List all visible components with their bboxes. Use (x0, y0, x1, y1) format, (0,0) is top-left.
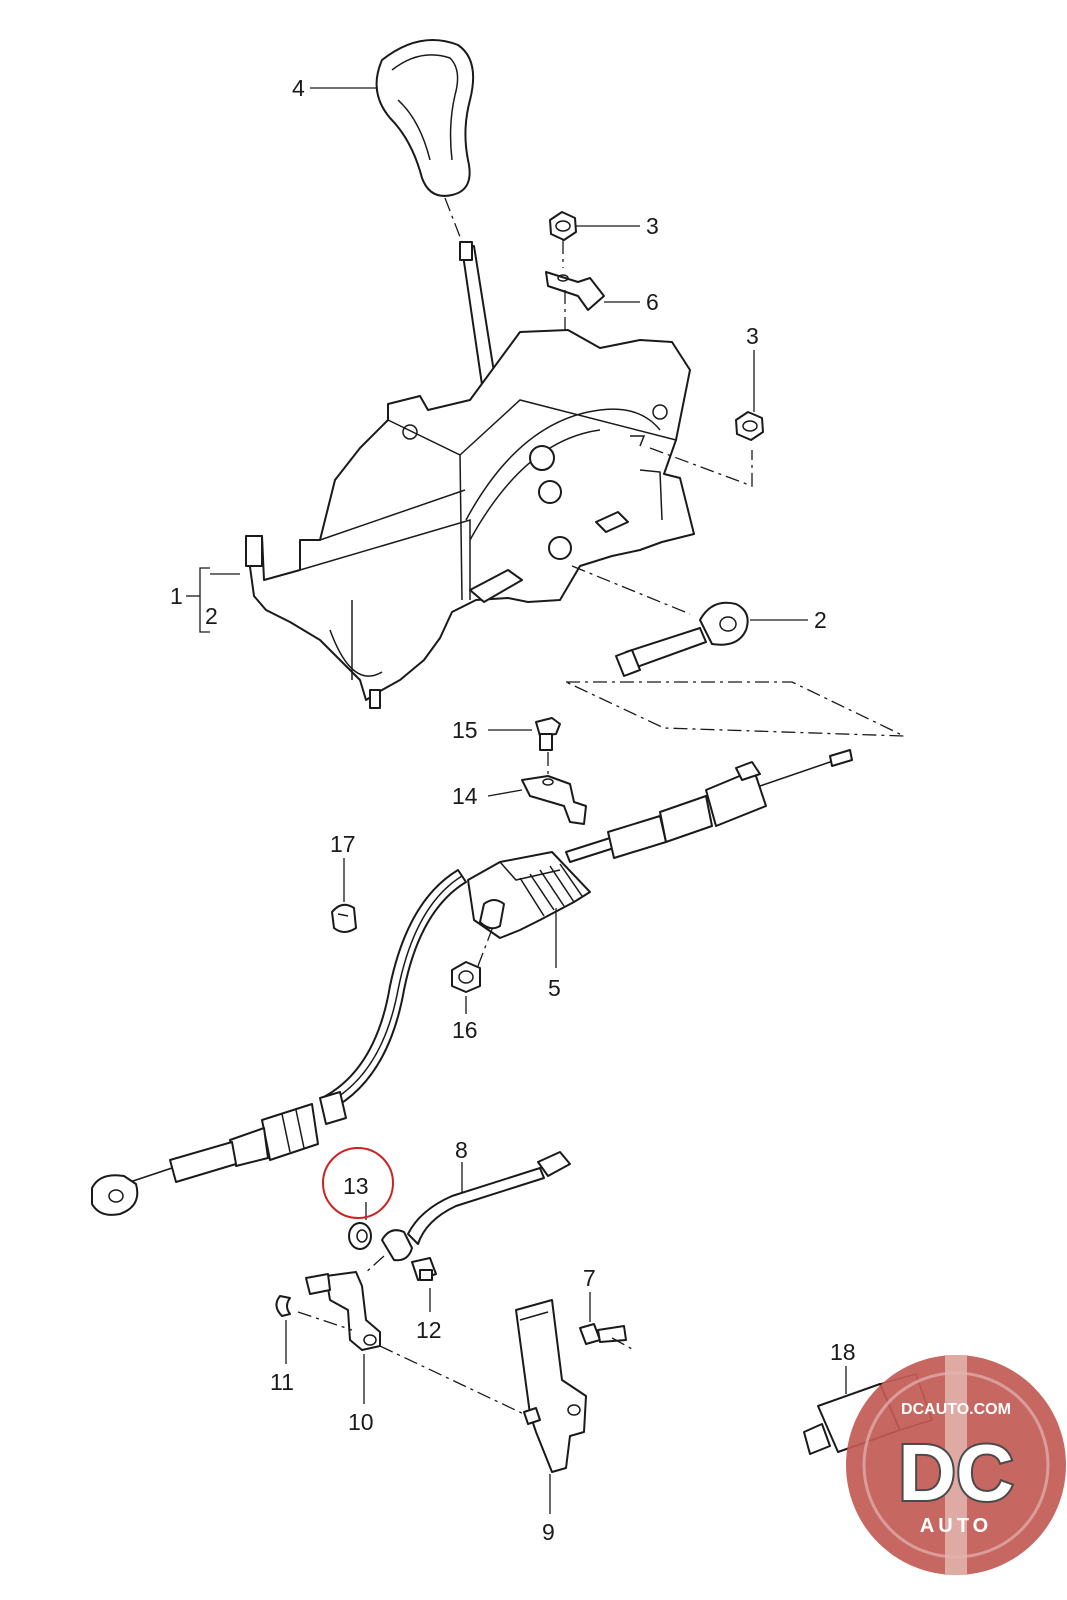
callout-13: 13 (343, 1173, 369, 1199)
ball-joint-eye (615, 601, 749, 677)
watermark-word: AUTO (920, 1515, 992, 1537)
hex-nut-16 (451, 961, 481, 993)
callout-5: 5 (548, 975, 561, 1001)
callout-labels: 4 3 6 3 1 2 2 15 14 17 5 16 8 13 7 12 11… (170, 75, 856, 1545)
selector-rod (381, 1151, 571, 1262)
dcauto-watermark-logo: DCAUTO.COM DC AUTO (846, 1355, 1066, 1575)
leader-lines (186, 87, 847, 1514)
hex-nut-right (735, 411, 764, 441)
callout-17: 17 (330, 831, 356, 857)
callout-4: 4 (292, 75, 305, 101)
pin-12 (411, 1257, 437, 1281)
callout-7: 7 (583, 1265, 596, 1291)
callout-15: 15 (452, 717, 478, 743)
shift-knob (375, 39, 475, 197)
callout-12: 12 (416, 1317, 442, 1343)
callout-1: 1 (170, 583, 183, 609)
callout-8: 8 (455, 1137, 468, 1163)
circlip-11 (275, 1295, 291, 1317)
callout-3-right: 3 (746, 323, 759, 349)
callout-18: 18 (830, 1339, 856, 1365)
shift-cable (91, 749, 853, 1216)
callout-3-top: 3 (646, 213, 659, 239)
callout-14: 14 (452, 783, 478, 809)
cable-clamp-14 (521, 775, 587, 825)
hex-nut-top (549, 211, 577, 241)
callout-2-bracket: 2 (205, 603, 218, 629)
mounting-plate (515, 1299, 587, 1473)
callout-16: 16 (452, 1017, 478, 1043)
callout-9: 9 (542, 1519, 555, 1545)
clip-17 (331, 903, 357, 933)
shifter-housing (245, 329, 695, 709)
callout-6: 6 (646, 289, 659, 315)
highlight-circle (322, 1147, 394, 1219)
callout-11: 11 (270, 1369, 294, 1395)
screw-7 (579, 1323, 627, 1345)
callout-10: 10 (348, 1409, 374, 1435)
washer-13 (348, 1222, 372, 1250)
callout-2-eye: 2 (814, 607, 827, 633)
watermark-url: DCAUTO.COM (901, 1401, 1011, 1418)
bolt-15 (535, 717, 561, 751)
watermark-monogram: DC (898, 1428, 1014, 1517)
selector-lever (305, 1271, 381, 1351)
cable-bracket (545, 271, 605, 311)
